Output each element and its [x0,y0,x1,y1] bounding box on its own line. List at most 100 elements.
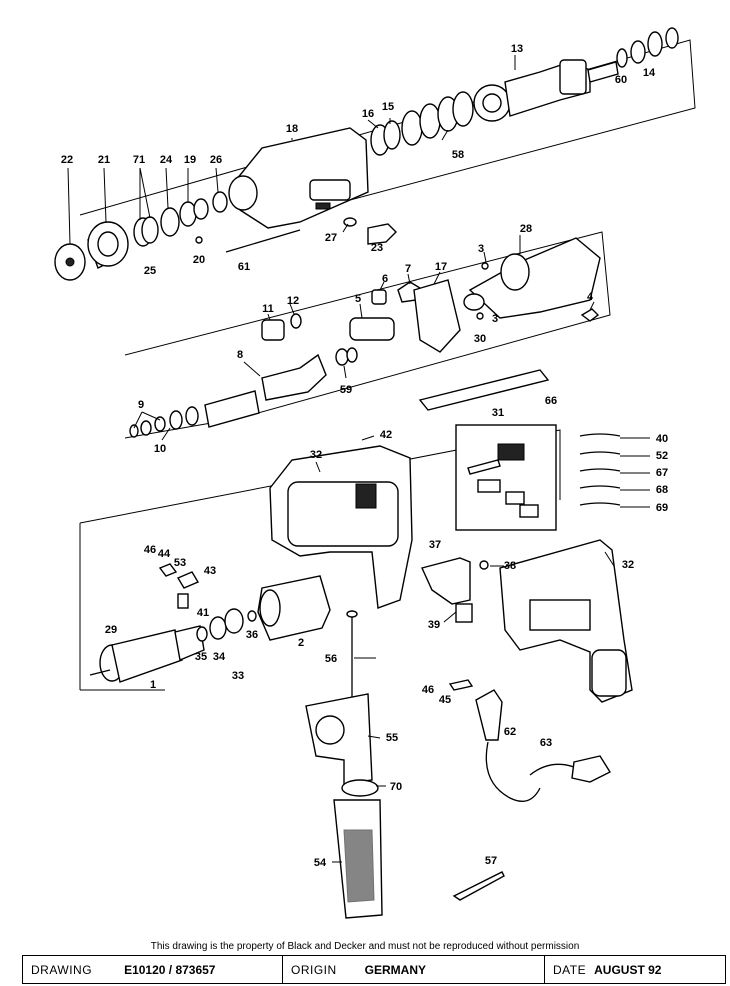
callout-number: 17 [435,261,447,273]
callout-number: 53 [174,557,186,569]
origin-cell: ORIGIN GERMANY [283,956,545,983]
chuck-assembly [54,191,301,281]
callout-number: 11 [262,303,274,315]
callout-number: 56 [325,653,337,665]
switch-trigger [421,557,489,623]
callout-number: 16 [362,108,374,120]
callout-number: 46 [422,684,434,696]
switch-kit [455,424,557,531]
callout-number: 62 [504,726,516,738]
callout-number: 8 [237,349,243,361]
callout-number: 2 [298,637,304,649]
callout-number: 42 [380,429,392,441]
callout-number: 58 [452,149,464,161]
callout-number: 5 [355,293,361,305]
callout-number: 59 [340,384,352,396]
power-cord [448,679,612,802]
leader-lines [67,55,650,863]
drawing-value: E10120 / 873657 [124,962,216,977]
callout-number: 14 [643,67,656,79]
callout-number: 22 [61,154,73,166]
callout-number: 7 [405,263,411,275]
callout-number: 13 [511,43,523,55]
wires [579,433,621,506]
gear-housing [228,127,397,245]
callout-number: 24 [160,154,173,166]
brush-holder [158,563,200,609]
callout-number: 69 [656,502,668,514]
callout-number: 41 [197,607,209,619]
callout-number: 12 [287,295,299,307]
spindle-assembly [370,27,679,156]
motor-armature [89,608,257,683]
callout-number: 21 [98,154,110,166]
callout-number: 57 [485,855,497,867]
callout-number: 45 [439,694,451,706]
origin-label: ORIGIN [291,962,337,977]
callout-number: 30 [474,333,486,345]
callout-number: 34 [213,651,226,663]
callout-number: 32 [310,449,322,461]
side-handle-bar [418,369,550,411]
callout-number: 18 [286,123,298,135]
exploded-parts-diagram: 1 2 3 3 4 5 6 7 8 9 10 11 12 13 14 15 16… [54,27,696,919]
callout-number: 40 [656,433,668,445]
side-handle-clamp [305,693,379,797]
callout-number: 36 [246,629,258,641]
callout-number: 70 [390,781,402,793]
callout-number: 31 [492,407,504,419]
callout-number: 66 [545,395,557,407]
callout-number: 68 [656,484,668,496]
origin-value: GERMANY [364,962,427,977]
callout-number: 10 [154,443,166,455]
callout-number: 28 [520,223,532,235]
callout-number: 9 [138,399,144,411]
callout-number: 71 [133,154,145,166]
hex-key [452,871,505,901]
piston-assembly [129,347,358,438]
callout-number: 52 [656,450,668,462]
date-cell: DATE AUGUST 92 [545,956,725,983]
callout-number: 15 [382,101,394,113]
callout-number: 44 [158,548,171,560]
callout-number: 25 [144,265,156,277]
callout-number: 37 [429,539,441,551]
copyright-notice: This drawing is the property of Black an… [150,941,580,952]
callout-number: 6 [382,273,388,285]
callout-number: 1 [150,679,156,691]
callout-number: 29 [105,624,117,636]
callout-number: 3 [492,313,498,325]
intermediate-assembly [261,237,601,353]
callout-number: 23 [371,242,383,254]
side-handle-grip [333,799,383,919]
part-callouts: 1 2 3 3 4 5 6 7 8 9 10 11 12 13 14 15 16… [61,43,668,869]
callout-number: 32 [622,559,634,571]
callout-number: 63 [540,737,552,749]
callout-number: 4 [587,291,594,303]
field-stator [257,575,331,641]
title-block: DRAWING E10120 / 873657 ORIGIN GERMANY D… [22,955,726,984]
callout-number: 46 [144,544,156,556]
callout-number: 61 [238,261,250,273]
callout-number: 35 [195,651,207,663]
callout-number: 33 [232,670,244,682]
callout-number: 39 [428,619,440,631]
callout-number: 20 [193,254,205,266]
callout-number: 55 [386,732,398,744]
callout-number: 3 [478,243,484,255]
callout-number: 43 [204,565,216,577]
callout-number: 60 [615,74,627,86]
callout-number: 54 [314,857,327,869]
callout-number: 26 [210,154,222,166]
housing-half-left [269,445,413,609]
housing-half-right [499,539,633,703]
drawing-cell: DRAWING E10120 / 873657 [23,956,283,983]
drawing-label: DRAWING [31,962,93,977]
callout-number: 27 [325,232,337,244]
callout-number: 19 [184,154,196,166]
date-value: AUGUST 92 [594,962,662,977]
callout-number: 38 [504,560,516,572]
depth-rod [346,610,358,706]
callout-number: 67 [656,467,668,479]
date-label: DATE [553,962,587,977]
